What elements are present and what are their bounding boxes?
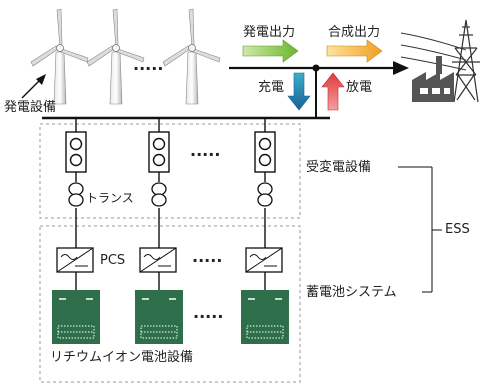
wind-turbine-1 <box>30 8 89 105</box>
ess-bracket <box>398 166 442 293</box>
transformer-2 <box>151 182 167 207</box>
pcs-label: PCS <box>100 253 126 268</box>
generation-facility-pointer <box>21 74 46 99</box>
wind-turbine-3 <box>162 8 221 105</box>
generation-output-label: 発電出力 <box>243 25 296 40</box>
discharge-arrow <box>321 72 345 111</box>
pcs-unit-3 <box>245 247 283 273</box>
charge-arrow <box>287 72 311 111</box>
turbines-ellipsis: ····· <box>133 59 163 78</box>
generation-output-arrow <box>242 39 299 63</box>
wind-turbine-2 <box>86 8 145 105</box>
ess-label: ESS <box>445 222 470 237</box>
pcs-unit-1 <box>56 247 94 273</box>
receiving-facility-box <box>39 123 301 219</box>
discharge-label: 放電 <box>346 80 373 95</box>
combined-output-label: 合成出力 <box>328 25 381 40</box>
battery-ellipsis: ····· <box>193 307 223 326</box>
battery-system-label: 蓄電池システム <box>306 285 397 300</box>
receiving-facility-label: 受変電設備 <box>306 160 372 175</box>
li-ion-facility-label: リチウムイオン電池設備 <box>50 350 194 365</box>
feeder-lines <box>75 118 266 290</box>
pcs-ellipsis: ····· <box>192 251 222 270</box>
factory-icon <box>412 56 454 102</box>
battery-system-box <box>39 225 301 383</box>
generation-facility-label: 発電設備 <box>4 100 57 115</box>
pcs-unit-2 <box>139 247 177 273</box>
transformer-1 <box>68 182 84 207</box>
transformer-label: トランス <box>86 191 134 205</box>
combined-output-arrow <box>326 39 383 63</box>
switchgear-unit-2 <box>148 131 170 173</box>
switchgear-ellipsis: ····· <box>190 145 220 164</box>
transmission-tower <box>400 19 480 103</box>
battery-unit-3 <box>241 290 289 344</box>
main-power-line <box>229 61 409 75</box>
charge-label: 充電 <box>258 80 285 95</box>
transformer-3 <box>257 182 273 207</box>
battery-unit-2 <box>135 290 183 344</box>
switchgear-unit-3 <box>254 131 276 173</box>
switchgear-unit-1 <box>65 131 87 173</box>
battery-unit-1 <box>52 290 100 344</box>
